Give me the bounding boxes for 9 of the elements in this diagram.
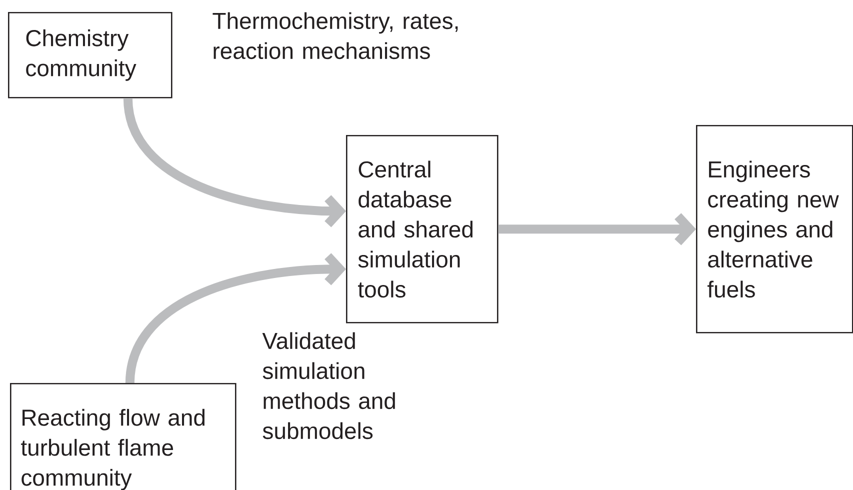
text-box: Chemistry community	[8, 12, 172, 98]
arrow	[123, 98, 346, 228]
annotation-text: Validated simulation methods and submodels	[262, 332, 395, 440]
arrow	[498, 213, 696, 246]
text-box: Central database and shared simulation tools	[346, 135, 498, 324]
text-box: Engineers creating new engines and alternative fuels	[696, 125, 853, 334]
arrow	[125, 253, 346, 384]
annotation-text: Thermochemistry, rates, reaction mechanisms	[212, 12, 458, 60]
text-box: Reacting flow and turbulent flame community	[10, 383, 236, 490]
